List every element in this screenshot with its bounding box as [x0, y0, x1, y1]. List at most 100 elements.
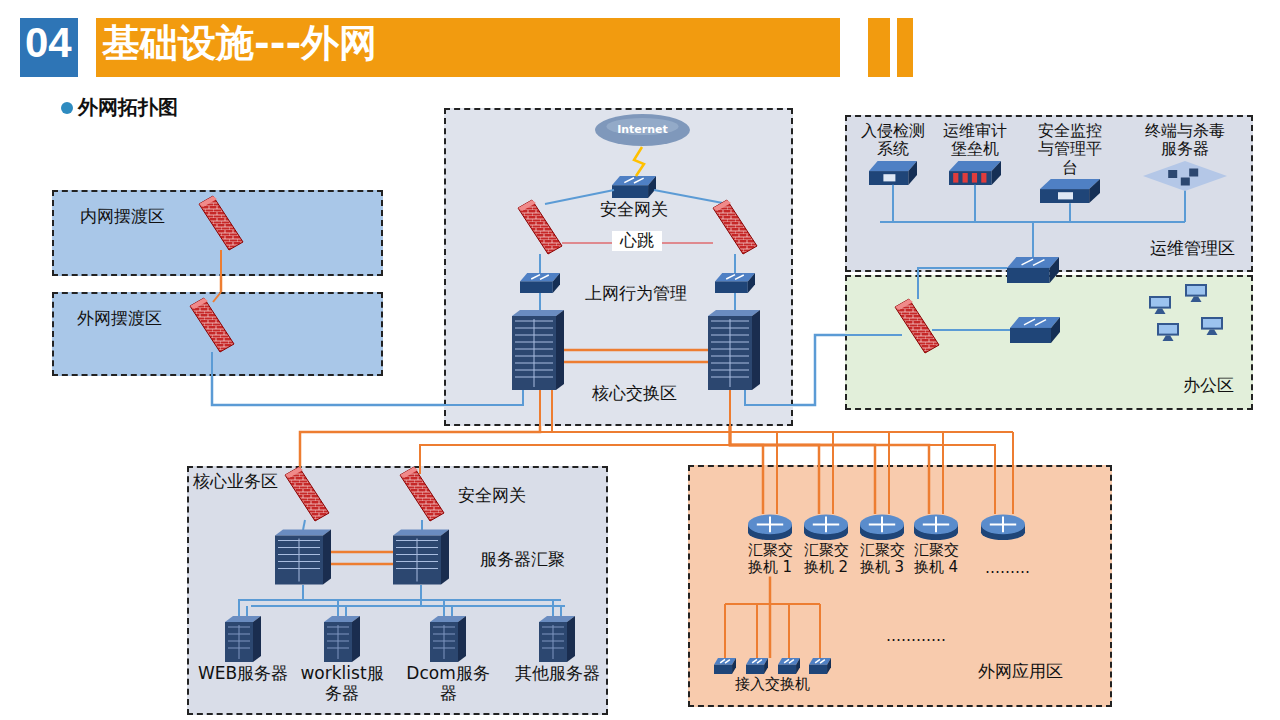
wire [299, 466, 301, 476]
node-text: 外网摆渡区 [77, 309, 162, 329]
page-title: 基础设施---外网 [102, 22, 377, 66]
arrow-marks [813, 517, 839, 533]
firewall [285, 467, 329, 521]
box-slot [711, 328, 749, 329]
device-top [1010, 317, 1060, 328]
wire [246, 606, 248, 616]
title-accent [897, 18, 913, 77]
icon-group [949, 161, 1001, 185]
wire [238, 599, 561, 601]
box-slot [515, 328, 553, 329]
device-front [809, 665, 827, 674]
device-icon [1143, 161, 1227, 191]
wire [420, 445, 730, 474]
box-slot [711, 335, 749, 336]
firewall [895, 299, 939, 353]
firewall-top [285, 467, 303, 478]
wire [832, 432, 834, 514]
device-icon [914, 514, 958, 540]
firewall [518, 200, 562, 254]
external-app-zone: 汇聚交换机 1汇聚交换机 2汇聚交换机 3汇聚交换机 4接入交换机外网应用区 [688, 465, 1112, 707]
device-top [715, 273, 755, 281]
wire [545, 190, 614, 204]
monitor-platform: 安全监控与管理平台 [1034, 122, 1107, 203]
wire [1012, 432, 1014, 514]
wire [654, 190, 728, 204]
node-text: 汇聚交换机 1 [746, 542, 794, 577]
core-switch-zone: Internet安全网关核心交换区 [444, 108, 793, 426]
device-side [827, 658, 831, 674]
arrow-marks [726, 275, 744, 280]
box-slot [515, 321, 553, 322]
firewall-body [518, 200, 562, 254]
box-side [323, 530, 331, 585]
wire [880, 221, 1185, 223]
firewall [400, 467, 444, 521]
box-divider [444, 625, 445, 659]
firewall-top [400, 467, 418, 478]
firewall-body [400, 467, 444, 521]
box-front [393, 536, 441, 585]
box-top [275, 530, 331, 536]
device-top [520, 273, 560, 281]
connector [793, 335, 845, 405]
device-front [520, 281, 553, 293]
node-text: 核心交换区 [592, 384, 677, 404]
firewall-top [518, 200, 536, 211]
number-box [20, 18, 78, 77]
box-divider [553, 625, 554, 659]
device-icon [430, 616, 466, 662]
device-side [992, 161, 1001, 185]
wire [539, 390, 541, 426]
node-text: 运维管理区 [1150, 239, 1235, 259]
node-text: 核心业务区 [193, 472, 278, 492]
terminal [1181, 177, 1190, 185]
node-text: 办公区 [1183, 376, 1234, 396]
box-slot [515, 335, 553, 336]
arrow-marks [624, 178, 643, 183]
box-slot [515, 370, 553, 371]
access-switch-icon [746, 658, 768, 674]
box-slot [711, 356, 749, 357]
aggregation-switch: 汇聚交换机 3 [858, 514, 907, 577]
box-front [430, 622, 458, 662]
arrow-marks [1024, 319, 1046, 325]
wire [788, 604, 790, 658]
server: 其他服务器 [514, 616, 600, 684]
arrow-marks [752, 659, 762, 663]
node-text: WEB服务器 [197, 664, 289, 684]
box-side [441, 530, 449, 585]
box-side [567, 616, 575, 662]
firewall-top [895, 299, 913, 310]
access-switch-icon [809, 658, 831, 674]
wire [734, 293, 736, 310]
firewall [190, 298, 234, 352]
device-front [949, 171, 992, 185]
device-icon [612, 176, 656, 198]
server-aggregation-switch [275, 530, 331, 585]
box-slot [278, 554, 320, 555]
core-switch [512, 310, 564, 390]
node-text: 安全网关 [600, 200, 669, 220]
wire [451, 606, 453, 616]
icon-group [804, 515, 848, 540]
firewall-top [199, 196, 217, 207]
box-slot [278, 547, 320, 548]
ops-zone: 入侵检测系统运维审计堡垒机安全监控与管理平台终端与杀毒服务器运维管理区 [845, 115, 1253, 272]
node-text: 汇聚交换机 2 [802, 542, 850, 577]
connector [730, 426, 763, 514]
box-top [708, 310, 760, 316]
node-text: worklist服务器 [292, 664, 392, 703]
node-text: 汇聚交换机 3 [858, 542, 906, 577]
icon-group [225, 616, 261, 662]
icon-group [1040, 179, 1100, 203]
access-switch-icon [714, 658, 736, 674]
arrow-marks [815, 659, 825, 663]
platform [1143, 161, 1227, 191]
box-slot [711, 321, 749, 322]
server: worklist服务器 [292, 616, 393, 703]
wire [725, 603, 820, 605]
arrow-marks [757, 517, 783, 533]
